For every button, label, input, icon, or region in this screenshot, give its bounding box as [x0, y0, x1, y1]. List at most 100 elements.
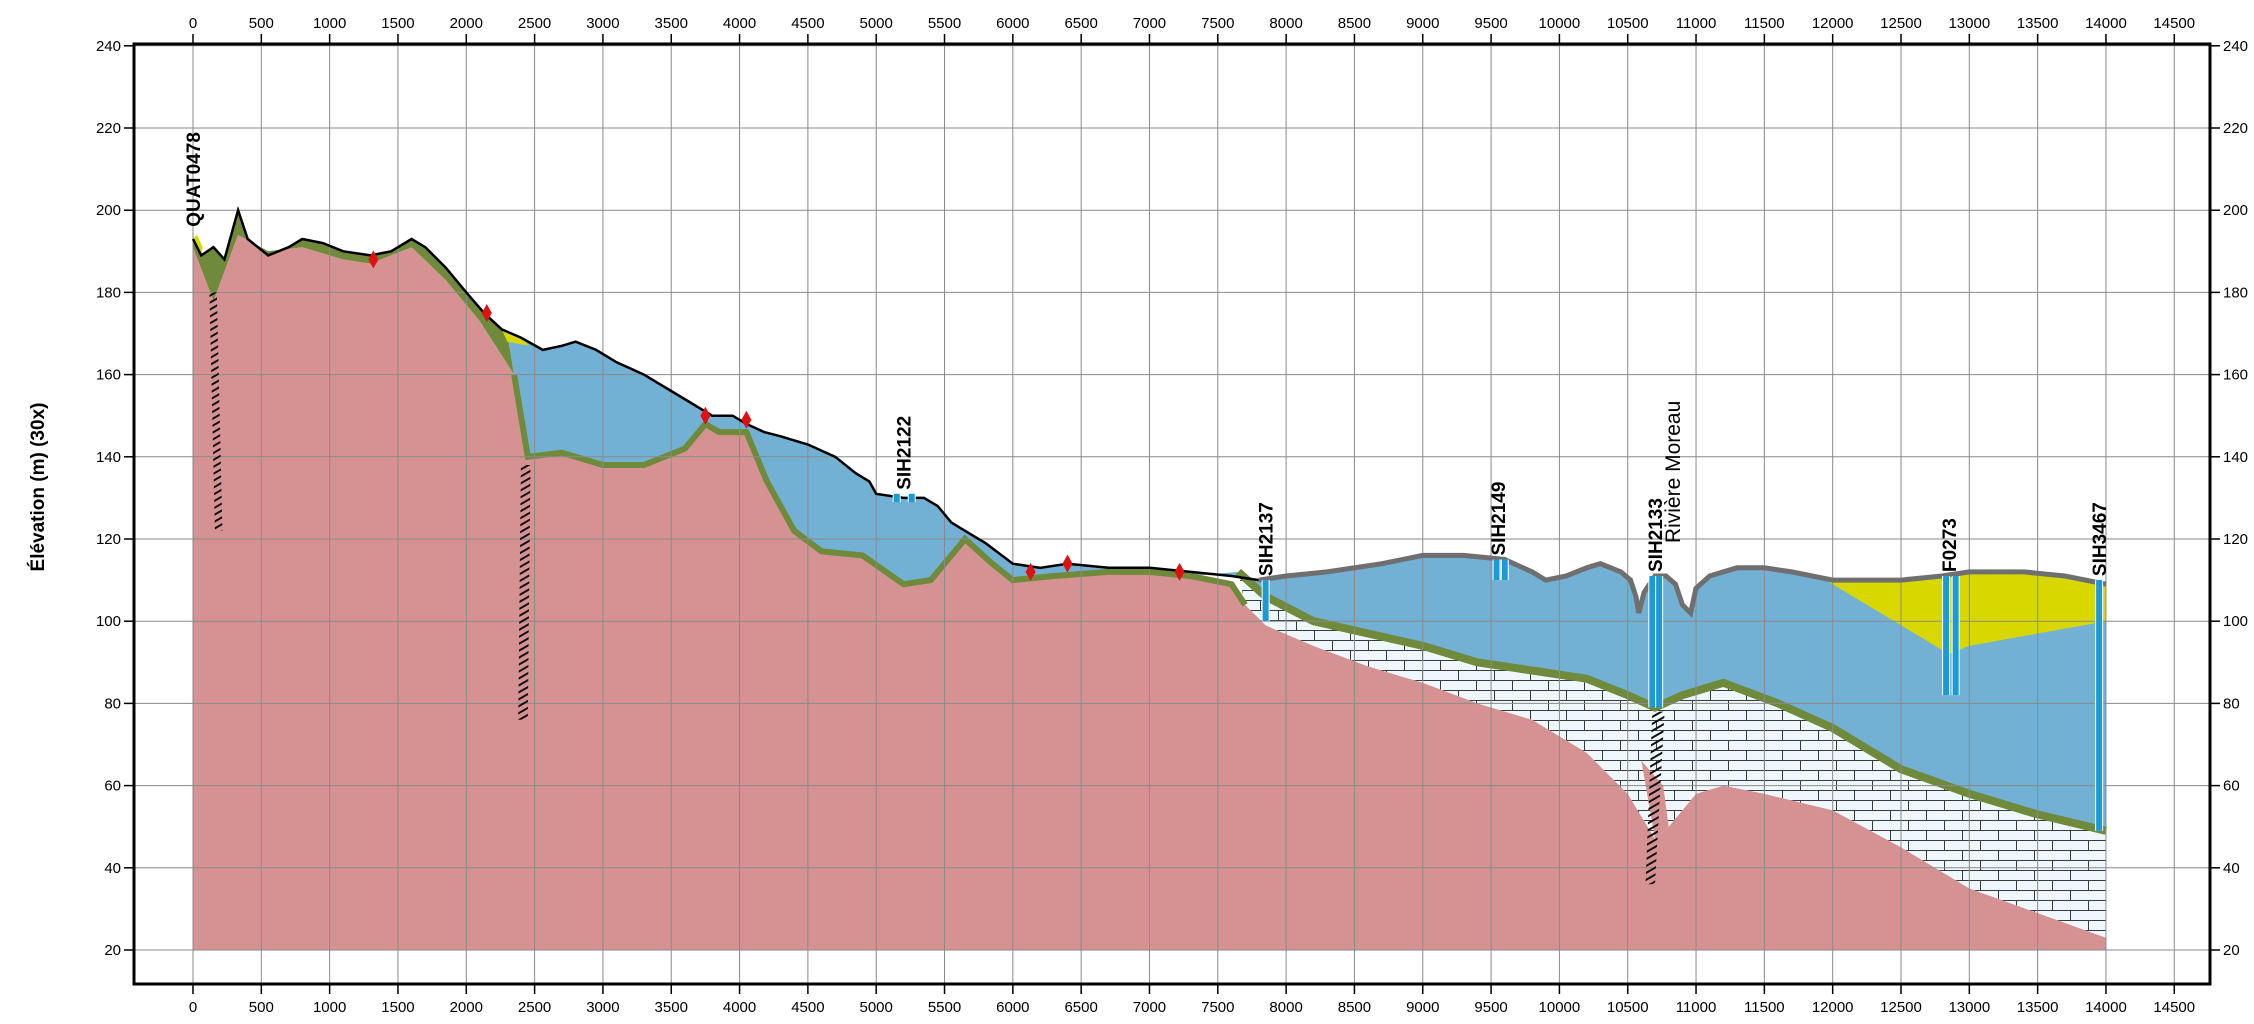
- x-tick-label-top: 10000: [1539, 15, 1581, 32]
- clay-layer: [507, 333, 2106, 831]
- marker-diamond: [368, 250, 379, 269]
- well-screen: [1656, 575, 1663, 708]
- x-tick-label-top: 500: [249, 15, 274, 32]
- x-tick-label-bottom: 0: [189, 999, 197, 1016]
- x-tick-label-bottom: 1000: [313, 999, 346, 1016]
- y-tick-label-left: 120: [96, 531, 121, 548]
- well-screen: [1493, 559, 1500, 581]
- x-tick-label-top: 11500: [1744, 15, 1785, 32]
- x-tick-label-top: 2000: [450, 15, 483, 32]
- y-tick-label-left: 180: [96, 284, 121, 301]
- y-tick-label-left: 220: [96, 120, 121, 137]
- y-tick-label-right: 200: [2223, 202, 2248, 219]
- x-tick-label-top: 9000: [1406, 15, 1439, 32]
- x-tick-label-bottom: 2000: [450, 999, 483, 1016]
- y-tick-label-left: 40: [104, 860, 121, 877]
- x-tick-label-top: 14500: [2153, 15, 2195, 32]
- x-tick-label-bottom: 8500: [1338, 999, 1371, 1016]
- marker-diamond: [1174, 562, 1185, 581]
- well-screen: [1262, 580, 1269, 622]
- x-tick-label-bottom: 14000: [2085, 999, 2127, 1016]
- till-band-central: [511, 374, 1248, 607]
- axes: 0050050010001000150015002000200025002500…: [96, 15, 2248, 1016]
- x-tick-label-top: 10500: [1607, 15, 1649, 32]
- x-tick-label-top: 13000: [1948, 15, 1990, 32]
- sand-layer-west: [193, 234, 203, 256]
- x-tick-label-bottom: 3000: [586, 999, 619, 1016]
- till-layer-west: [193, 210, 528, 457]
- marker-diamond: [481, 303, 492, 322]
- y-tick-label-left: 80: [104, 695, 121, 712]
- x-tick-label-bottom: 14500: [2153, 999, 2195, 1016]
- x-tick-label-bottom: 9000: [1406, 999, 1439, 1016]
- well-screen: [1501, 559, 1508, 581]
- x-tick-label-top: 14000: [2085, 15, 2127, 32]
- y-tick-label-left: 140: [96, 449, 121, 466]
- x-tick-label-top: 5000: [860, 15, 893, 32]
- x-tick-label-bottom: 11000: [1676, 999, 1717, 1016]
- x-tick-label-top: 12000: [1812, 15, 1854, 32]
- y-tick-label-right: 220: [2223, 120, 2248, 137]
- well-label: SIH2149: [1489, 482, 1510, 556]
- x-tick-label-top: 6000: [996, 15, 1029, 32]
- x-tick-label-top: 3500: [655, 15, 688, 32]
- plot-frame: [132, 42, 2212, 986]
- x-tick-label-bottom: 13500: [2017, 999, 2059, 1016]
- x-tick-label-top: 8000: [1269, 15, 1302, 32]
- y-tick-label-right: 120: [2223, 531, 2248, 548]
- well-screen: [2096, 580, 2103, 831]
- x-tick-label-top: 7500: [1201, 15, 1234, 32]
- y-tick-label-right: 240: [2223, 38, 2248, 55]
- x-tick-label-bottom: 12500: [1880, 999, 1922, 1016]
- fault-hatch: [518, 465, 531, 720]
- x-tick-label-bottom: 5000: [860, 999, 893, 1016]
- marker-diamond: [741, 410, 752, 429]
- marker-diamond: [1025, 562, 1036, 581]
- markers: [368, 250, 1185, 581]
- x-tick-label-top: 7000: [1133, 15, 1166, 32]
- y-tick-label-left: 60: [104, 778, 121, 795]
- fault-hatch: [1645, 711, 1665, 885]
- well-label: F0273: [1940, 518, 1961, 572]
- well-screen: [893, 493, 900, 503]
- x-tick-label-top: 13500: [2017, 15, 2059, 32]
- y-tick-label-right: 180: [2223, 284, 2248, 301]
- x-tick-label-top: 1000: [313, 15, 346, 32]
- x-tick-label-bottom: 1500: [381, 999, 414, 1016]
- sand-layer-east: [1825, 571, 2106, 655]
- y-tick-label-left: 20: [104, 942, 121, 959]
- y-tick-label-right: 60: [2223, 778, 2240, 795]
- labels: Élévation (m) (30x): [27, 403, 49, 572]
- well-screen: [1952, 575, 1959, 696]
- x-tick-label-bottom: 13000: [1948, 999, 1990, 1016]
- x-tick-label-top: 4000: [723, 15, 756, 32]
- y-tick-label-right: 40: [2223, 860, 2240, 877]
- x-tick-label-bottom: 10500: [1607, 999, 1649, 1016]
- x-tick-label-bottom: 8000: [1269, 999, 1302, 1016]
- y-tick-label-right: 140: [2223, 449, 2248, 466]
- x-tick-label-bottom: 10000: [1539, 999, 1581, 1016]
- x-tick-label-bottom: 3500: [655, 999, 688, 1016]
- well-screen: [1943, 575, 1950, 696]
- river-label: Rivière Moreau: [1662, 401, 1685, 543]
- x-tick-label-top: 2500: [518, 15, 551, 32]
- well-screen: [908, 493, 915, 503]
- y-tick-label-right: 160: [2223, 367, 2248, 384]
- x-tick-label-bottom: 7000: [1133, 999, 1166, 1016]
- x-tick-label-bottom: 5500: [928, 999, 961, 1016]
- x-tick-label-bottom: 7500: [1201, 999, 1234, 1016]
- y-tick-label-left: 160: [96, 367, 121, 384]
- y-tick-label-left: 240: [96, 38, 121, 55]
- grid-lines: [134, 44, 2210, 984]
- x-tick-label-top: 9500: [1474, 15, 1507, 32]
- well-label: SIH2137: [1257, 502, 1278, 576]
- x-tick-label-top: 12500: [1880, 15, 1922, 32]
- x-tick-label-bottom: 4000: [723, 999, 756, 1016]
- x-tick-label-bottom: 9500: [1474, 999, 1507, 1016]
- well-label: QUAT0478: [184, 132, 205, 227]
- x-tick-label-top: 0: [189, 15, 197, 32]
- y-tick-label-right: 20: [2223, 942, 2240, 959]
